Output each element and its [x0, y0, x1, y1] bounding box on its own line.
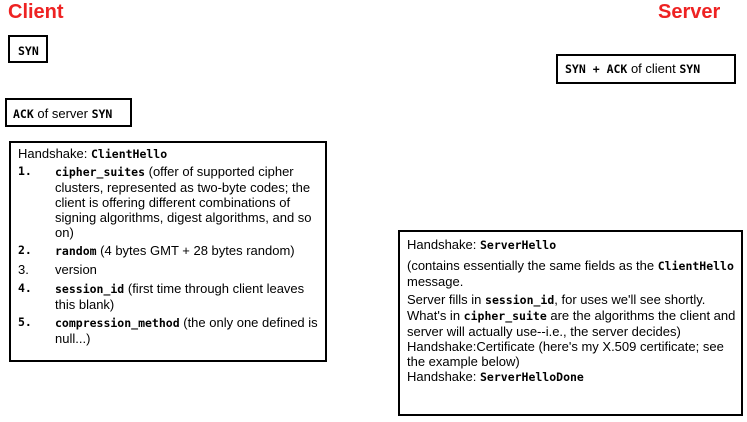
client-hello-box: Handshake: ClientHello 1. cipher_suites …	[9, 141, 327, 362]
synack-code-ack: ACK	[606, 62, 628, 76]
client-title: Client	[8, 1, 64, 23]
server-title: Server	[658, 1, 721, 23]
client-hello-heading: Handshake: ClientHello	[18, 146, 168, 161]
client-hello-list: 1. cipher_suites (offer of supported cip…	[18, 164, 319, 346]
list-item: 2. random (4 bytes GMT + 28 bytes random…	[18, 243, 295, 258]
server-hello-box: Handshake: ServerHello (contains essenti…	[398, 230, 743, 416]
list-item: 4. session_id (first time through client…	[18, 281, 305, 312]
server-hello-heading: Handshake: ServerHello	[407, 237, 557, 252]
ack-code-syn: SYN	[91, 107, 113, 121]
synack-code-syn: SYN	[565, 62, 586, 76]
server-hello-para-4: Handshake:Certificate (here's my X.509 c…	[407, 339, 724, 369]
list-item: 3. version	[18, 262, 97, 277]
server-hello-para-2: Server fills in session_id, for uses we'…	[407, 292, 706, 307]
syn-code: SYN	[18, 44, 39, 58]
server-hello-para-5: Handshake: ServerHelloDone	[407, 369, 584, 384]
client-ack-box: ACK of server SYN	[5, 98, 132, 127]
server-synack-box: SYN + ACK of client SYN	[556, 54, 736, 84]
ack-code: ACK	[13, 107, 34, 121]
synack-plus: +	[585, 62, 607, 76]
server-hello-para-1: (contains essentially the same fields as…	[407, 258, 734, 289]
ack-text: of server	[33, 106, 92, 121]
list-item: 5. compression_method (the only one defi…	[18, 315, 318, 346]
synack-text: of client	[627, 61, 680, 76]
list-item: 1. cipher_suites (offer of supported cip…	[18, 164, 312, 240]
server-hello-para-3: What's in cipher_suite are the algorithm…	[407, 308, 736, 339]
client-syn-box: SYN	[8, 35, 48, 63]
synack-code-syn2: SYN	[679, 62, 701, 76]
